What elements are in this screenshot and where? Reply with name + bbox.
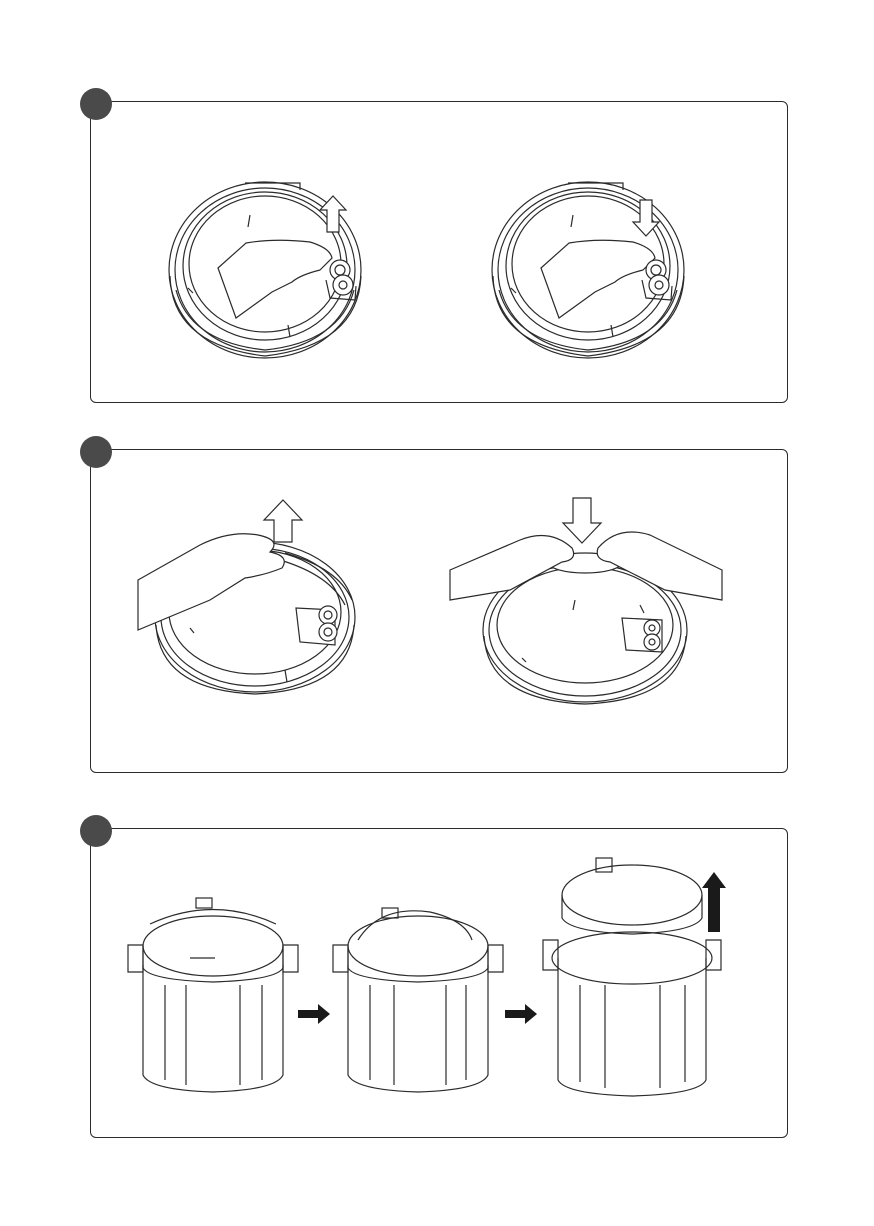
step-3-badge	[80, 815, 112, 847]
step-2-badge	[80, 436, 112, 468]
step-3-panel	[90, 828, 788, 1138]
step-2-panel	[90, 449, 788, 773]
step-1-panel	[90, 101, 788, 403]
step-1-badge	[80, 88, 112, 120]
